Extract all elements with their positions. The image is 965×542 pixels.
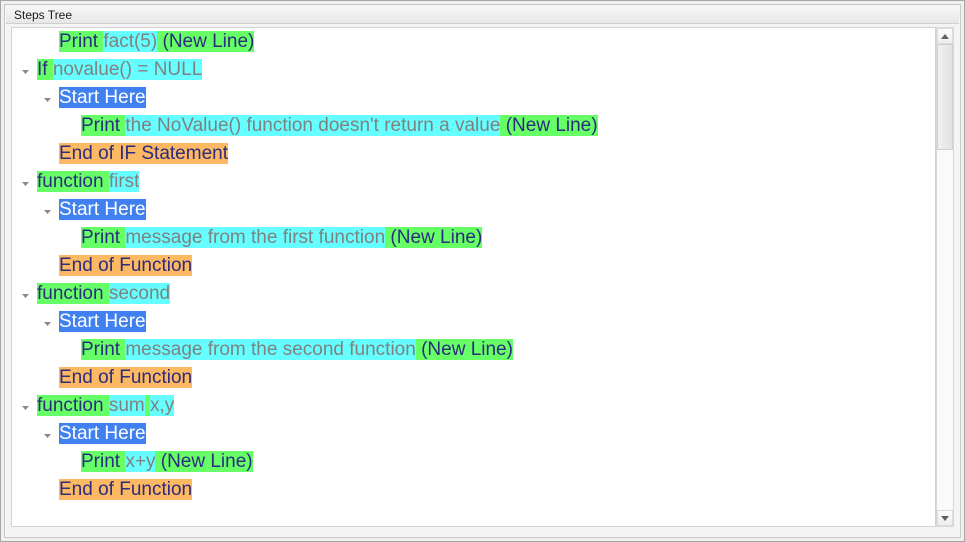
tree-token: message from the first function [125, 227, 386, 248]
tree-token [157, 31, 163, 52]
tree-token [144, 395, 151, 416]
tree-row-end-of-function[interactable]: End of Function [12, 364, 935, 392]
tree-row-label: Print x+y (New Line) [81, 448, 253, 476]
tree-row-label: Print fact(5) (New Line) [59, 28, 255, 56]
tree-token: fact(5) [103, 31, 158, 52]
chevron-down-icon[interactable] [21, 291, 30, 300]
tree-row-function-sum[interactable]: function sum x,y [12, 392, 935, 420]
tree-row-print-novalue-message[interactable]: Print the NoValue() function doesn't ret… [12, 112, 935, 140]
tree-token: novalue() = NULL [52, 59, 203, 80]
tree-row-label: function sum x,y [37, 392, 175, 420]
tree-row-label: function second [37, 280, 171, 308]
tree-token: Start Here [59, 199, 146, 220]
tree-row-start-here[interactable]: Start Here [12, 84, 935, 112]
scrollbar-track[interactable] [937, 44, 953, 510]
tree-row-print-x-plus-y[interactable]: Print x+y (New Line) [12, 448, 935, 476]
tree-row-end-of-if-statement[interactable]: End of IF Statement [12, 140, 935, 168]
tree-token: Print [81, 451, 126, 472]
tree-row-label: Start Here [59, 420, 146, 448]
tree-row-function-first[interactable]: function first [12, 168, 935, 196]
window-title: Steps Tree [14, 8, 73, 22]
chevron-down-icon[interactable] [21, 179, 30, 188]
tree-token: End of Function [59, 367, 193, 388]
scroll-up-arrow-icon[interactable] [937, 28, 953, 44]
tree-token: (New Line) [390, 227, 483, 248]
tree-token: Print [81, 115, 126, 136]
chevron-down-icon[interactable] [43, 95, 52, 104]
tree-token: (New Line) [160, 451, 253, 472]
tree-row-print-fact[interactable]: Print fact(5) (New Line) [12, 28, 935, 56]
tree-row-label: Print message from the second function (… [81, 336, 513, 364]
tree-token [500, 115, 506, 136]
tree-token: second [108, 283, 171, 304]
scroll-down-arrow-icon[interactable] [937, 510, 953, 526]
tree-token: the NoValue() function doesn't return a … [125, 115, 501, 136]
tree-token: sum [108, 395, 145, 416]
tree-row-label: Print the NoValue() function doesn't ret… [81, 112, 598, 140]
tree-row-label: End of Function [59, 252, 193, 280]
tree-row-start-here[interactable]: Start Here [12, 308, 935, 336]
tree-token: (New Line) [162, 31, 255, 52]
scrollbar-thumb[interactable] [937, 44, 953, 150]
tree-row-print-second-message[interactable]: Print message from the second function (… [12, 336, 935, 364]
chevron-down-icon[interactable] [43, 431, 52, 440]
tree-row-label: Print message from the first function (N… [81, 224, 483, 252]
tree-row-label: Start Here [59, 84, 146, 112]
tree-token: Print [81, 227, 126, 248]
tree-token: (New Line) [421, 339, 513, 360]
tree-row-start-here[interactable]: Start Here [12, 196, 935, 224]
tree-token: message from the second function [125, 339, 416, 360]
tree-row-label: End of Function [59, 476, 193, 504]
tree-token: If [37, 59, 53, 80]
tree-row-label: Start Here [59, 308, 146, 336]
tree-token: End of Function [59, 479, 193, 500]
vertical-scrollbar[interactable] [936, 27, 954, 527]
tree-token: Start Here [59, 87, 146, 108]
tree-token: Print [59, 31, 104, 52]
tree-token [385, 227, 391, 248]
tree-row-label: End of IF Statement [59, 140, 228, 168]
tree-token: Start Here [59, 311, 146, 332]
tree-token: function [37, 283, 109, 304]
steps-tree-viewport[interactable]: Print fact(5) (New Line)If novalue() = N… [11, 27, 936, 527]
tree-token: Start Here [59, 423, 146, 444]
tree-row-label: If novalue() = NULL [37, 56, 203, 84]
tree-token [415, 339, 422, 360]
tree-token [155, 451, 161, 472]
tree-row-end-of-function[interactable]: End of Function [12, 252, 935, 280]
tree-row-label: Start Here [59, 196, 146, 224]
tree-row-print-first-message[interactable]: Print message from the first function (N… [12, 224, 935, 252]
tree-token: End of Function [59, 255, 193, 276]
tree-row-if-novalue[interactable]: If novalue() = NULL [12, 56, 935, 84]
window-caption-bar: Steps Tree [6, 6, 959, 24]
tree-token: x,y [150, 395, 175, 416]
tree-row-label: End of Function [59, 364, 193, 392]
chevron-down-icon[interactable] [21, 67, 30, 76]
tree-token: End of IF Statement [59, 143, 228, 164]
tree-token: function [37, 171, 109, 192]
tree-row-end-of-function[interactable]: End of Function [12, 476, 935, 504]
tree-token: function [37, 395, 109, 416]
tree-token: x+y [125, 451, 156, 472]
chevron-down-icon[interactable] [43, 319, 52, 328]
tree-token: Print [81, 339, 126, 360]
chevron-down-icon[interactable] [21, 403, 30, 412]
tree-token: (New Line) [505, 115, 598, 136]
tree-token: first [108, 171, 140, 192]
tree-row-start-here[interactable]: Start Here [12, 420, 935, 448]
steps-tree-row-list: Print fact(5) (New Line)If novalue() = N… [12, 28, 935, 504]
tree-row-label: function first [37, 168, 140, 196]
tree-row-function-second[interactable]: function second [12, 280, 935, 308]
window-inner-frame: Steps Tree Print fact(5) (New Line)If no… [4, 4, 961, 538]
chevron-down-icon[interactable] [43, 207, 52, 216]
